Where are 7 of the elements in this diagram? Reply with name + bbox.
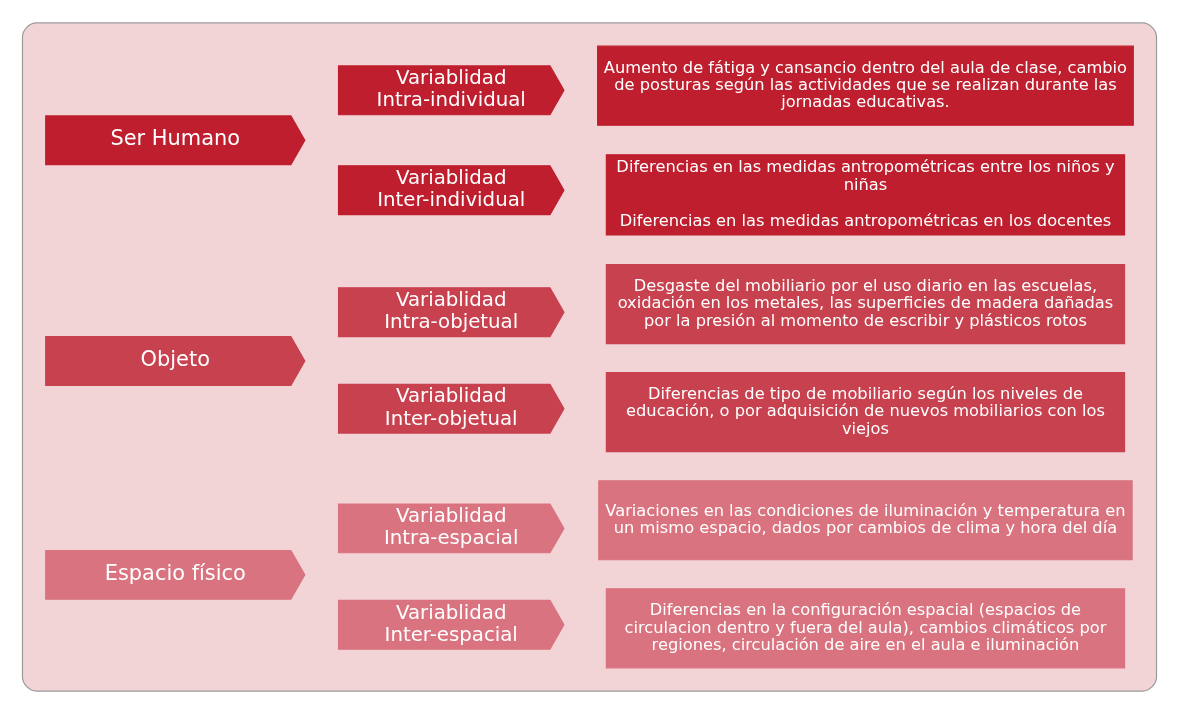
node-box: Desgaste del mobiliario por el uso diario en las escuelas, oxidación en los metales, las superficies de madera dañadas por la presión al momento de escribir y plásticos rotos bbox=[605, 263, 1126, 344]
node-box: Aumento de fátiga y cansancio dentro del aula de clase, cambio de posturas según las actividades que se realizan durante las jornadas educativas. bbox=[597, 45, 1134, 126]
node-box: Diferencias de tipo de mobiliario según los niveles de educación, o por adquisición de nuevos mobiliarios con los viejos bbox=[605, 371, 1126, 452]
cluster bbox=[21, 21, 1158, 692]
node-box: Diferencias en las medidas antropométricas entre los niños y niñas Diferencias en las medidas antropométricas en los docentes bbox=[605, 153, 1126, 236]
node-box: Variaciones en las condiciones de iluminación y temperatura en un mismo espacio, dados por cambios de clima y hora del día bbox=[598, 479, 1133, 560]
node-box: Diferencias en la configuración espacial (espacios de circulacion dentro y fuera del aula), cambios climáticos por regiones, circulación de aire en el aula e iluminación bbox=[605, 587, 1126, 668]
